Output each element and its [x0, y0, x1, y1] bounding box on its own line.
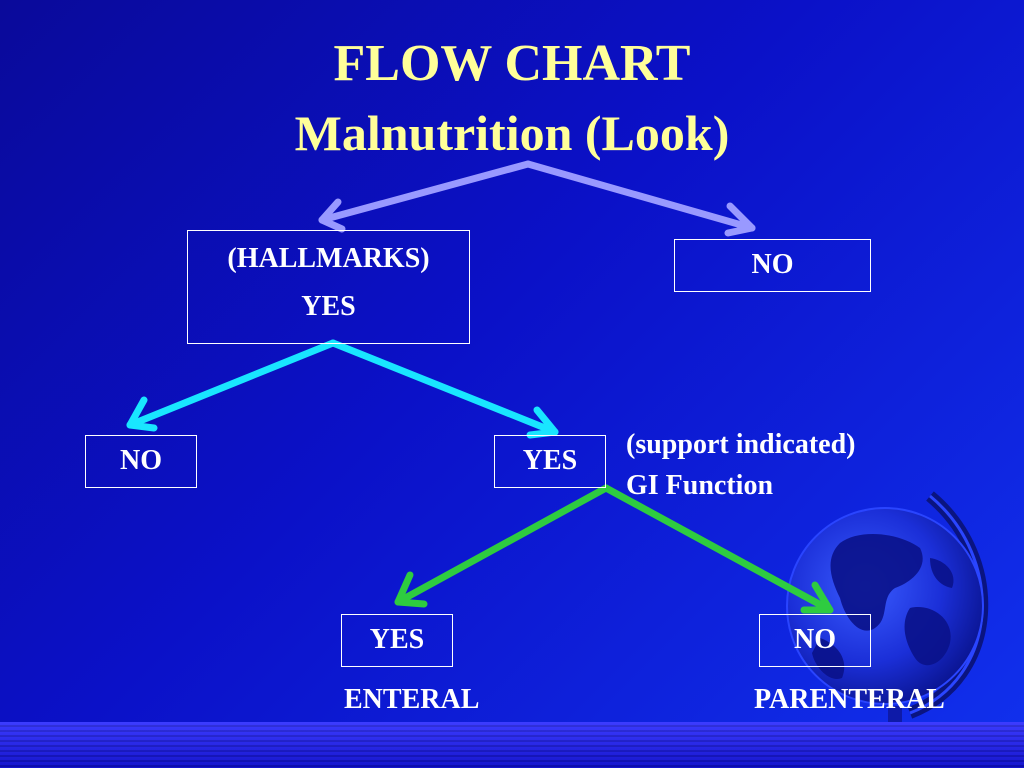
globe-icon	[786, 491, 989, 749]
level2-no-box: NO	[85, 435, 197, 488]
arrowhead-to-level2-yes	[526, 406, 559, 439]
arrow-to-level2-no	[126, 339, 337, 429]
arrowhead-to-top-no	[724, 202, 756, 237]
level3-yes-box: YES	[341, 614, 453, 667]
arrow-to-level3-yes	[394, 484, 610, 606]
gi-function-note: (support indicated) GI Function	[626, 425, 855, 506]
level2-no-label: NO	[120, 445, 162, 476]
top-no-box: NO	[674, 239, 871, 292]
level3-no-label: NO	[794, 624, 836, 655]
bottom-bar	[0, 722, 1024, 768]
level3-yes-label: YES	[369, 624, 425, 655]
arrow-to-level2-yes	[329, 339, 559, 436]
slide-subtitle: Malnutrition (Look)	[294, 105, 730, 161]
arrowhead-to-level2-no	[126, 396, 158, 432]
slide-title: FLOW CHART	[333, 35, 691, 92]
hallmarks-label: (HALLMARKS)	[227, 243, 430, 274]
gi-note-line2: GI Function	[626, 469, 774, 501]
top-no-label: NO	[751, 249, 794, 280]
arrowhead-to-hallmarks	[318, 198, 346, 233]
hallmarks-yes-label: YES	[301, 291, 356, 322]
bottom-bar-shade	[0, 722, 1024, 768]
arrowhead-to-level3-yes	[394, 571, 428, 608]
arrow-level2-group	[126, 339, 559, 439]
level2-yes-box: YES	[494, 435, 606, 488]
arrow-to-hallmarks	[318, 160, 532, 224]
arrow-to-top-no	[524, 160, 756, 232]
parenteral-label: PARENTERAL	[754, 684, 945, 715]
arrow-level3-group	[394, 484, 834, 614]
arrow-level1-group	[318, 160, 756, 237]
hallmarks-yes-box: (HALLMARKS) YES	[187, 230, 470, 344]
enteral-label: ENTERAL	[344, 684, 480, 715]
level3-no-box: NO	[759, 614, 871, 667]
level2-yes-label: YES	[522, 445, 578, 476]
gi-note-line1: (support indicated)	[626, 429, 856, 460]
